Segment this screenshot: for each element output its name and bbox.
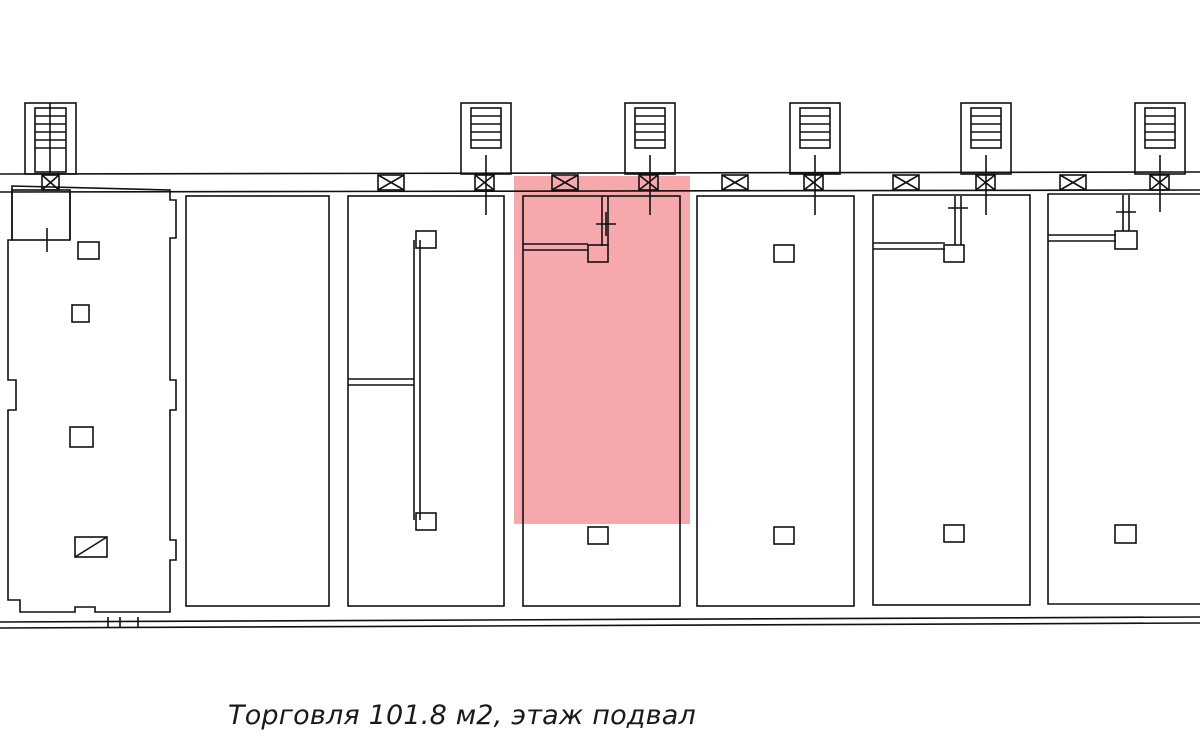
column bbox=[415, 230, 437, 249]
vent-box bbox=[721, 174, 749, 191]
vent-box bbox=[638, 174, 659, 191]
vent-box bbox=[803, 174, 824, 191]
column bbox=[74, 536, 108, 558]
column bbox=[77, 241, 100, 260]
vent-box bbox=[377, 174, 405, 191]
column bbox=[943, 244, 965, 263]
unit-1[interactable] bbox=[7, 185, 177, 628]
plan-caption: Торговля 101.8 м2, этаж подвал bbox=[228, 700, 696, 731]
building-bottom-wall-inner bbox=[0, 622, 1200, 629]
column bbox=[773, 244, 795, 263]
vent-box bbox=[474, 174, 495, 191]
column bbox=[69, 426, 94, 448]
corridor-bottom-wall bbox=[0, 189, 1200, 193]
column bbox=[587, 526, 609, 545]
staircase bbox=[1134, 102, 1186, 212]
vent-box bbox=[892, 174, 920, 191]
vent-box bbox=[551, 174, 579, 191]
staircase bbox=[24, 102, 77, 175]
column bbox=[71, 304, 90, 323]
unit-2[interactable] bbox=[185, 195, 330, 607]
column bbox=[1114, 524, 1137, 544]
column bbox=[587, 244, 609, 263]
staircase bbox=[789, 102, 841, 215]
staircase bbox=[960, 102, 1012, 215]
unit-4[interactable] bbox=[522, 195, 681, 607]
column bbox=[943, 524, 965, 543]
vent-box bbox=[975, 174, 996, 191]
unit-5[interactable] bbox=[696, 195, 855, 607]
column bbox=[773, 526, 795, 545]
column bbox=[415, 512, 437, 531]
staircase bbox=[460, 102, 512, 215]
unit-6[interactable] bbox=[872, 194, 1031, 606]
column bbox=[1114, 230, 1138, 250]
unit-7[interactable] bbox=[1047, 193, 1200, 605]
corridor-top-wall bbox=[0, 171, 1200, 175]
unit-3[interactable] bbox=[347, 195, 505, 607]
building-bottom-wall bbox=[0, 616, 1200, 623]
vent-box bbox=[1059, 174, 1087, 191]
vent-box bbox=[1149, 174, 1170, 191]
staircase bbox=[624, 102, 676, 215]
